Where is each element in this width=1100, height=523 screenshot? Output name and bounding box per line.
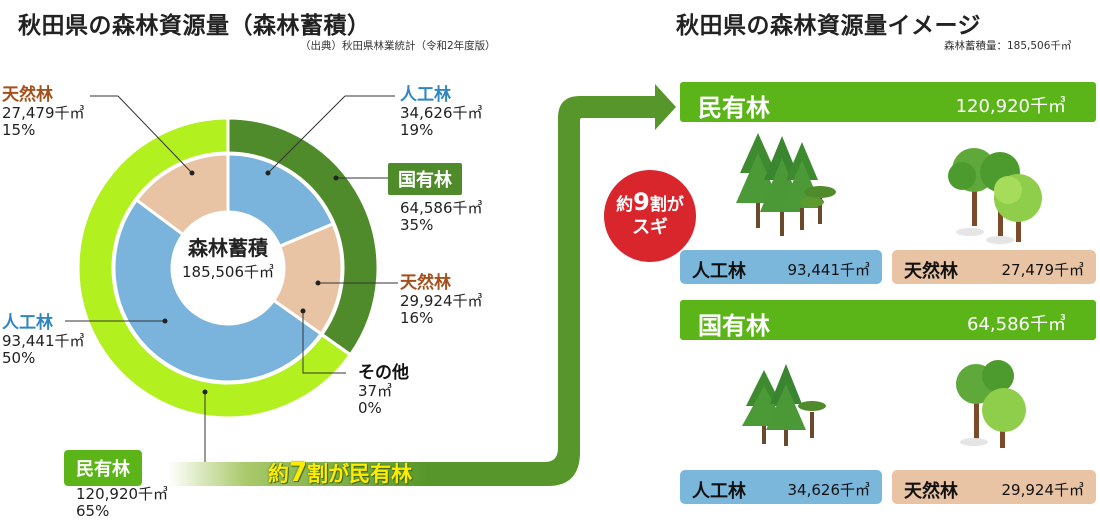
minyu-bar: 民有林 120,920千㎥ (680, 82, 1096, 122)
card-name: 天然林 (904, 261, 958, 282)
label-pct: 16% (400, 309, 434, 327)
label-minyu: 120,920千㎥ 65% (76, 486, 168, 520)
broadleaf-tree-icon (994, 174, 1042, 242)
arrow-label: 約7割が民有林 (268, 458, 412, 488)
arrow-suffix: 割が民有林 (307, 462, 413, 486)
arrow-prefix: 約 (268, 462, 289, 486)
card-value: 29,924千㎥ (1001, 481, 1085, 499)
bar-value: 120,920千㎥ (955, 96, 1066, 117)
inner-ring (112, 152, 344, 384)
label-minyu-box: 民有林 (64, 450, 142, 486)
label-name: 人工林 (2, 313, 53, 333)
label-jinko-minyu: 人工林 93,441千㎥ 50% (2, 314, 85, 367)
bar-name: 国有林 (698, 312, 770, 340)
donut-slice (134, 152, 230, 237)
forest-illustration-minyu (736, 133, 1042, 244)
donut-chart (65, 95, 398, 469)
leader-dot (162, 318, 168, 324)
label-tennen-minyu: 天然林 27,479千㎥ 15% (2, 86, 85, 139)
label-value: 93,441千㎥ (2, 332, 85, 350)
card-name: 天然林 (904, 481, 958, 502)
donut-slice (226, 152, 336, 249)
label-name: 人工林 (400, 85, 451, 105)
leader-line (117, 95, 193, 174)
label-sonota: その他 37㎥ 0% (358, 364, 409, 417)
arrow-band (168, 462, 428, 486)
leader-dot (300, 308, 306, 314)
image-title: 秋田県の森林資源量イメージ (676, 13, 982, 39)
pine-tree-icon (798, 401, 826, 438)
center-value: 185,506千㎥ (181, 263, 275, 281)
badge-suffix: 割が (649, 195, 684, 215)
donut-slice (112, 197, 324, 384)
label-value: 29,924千㎥ (400, 292, 483, 310)
label-kokuyu: 64,586千㎥ 35% (400, 200, 483, 234)
card-value: 34,626千㎥ (787, 481, 871, 499)
leader-dot (189, 170, 195, 176)
bar-name: 民有林 (698, 94, 770, 122)
label-value: 27,479千㎥ (2, 104, 85, 122)
sugi-badge: 約9割が スギ (604, 170, 696, 262)
label-pct: 65% (76, 502, 110, 520)
label-name: 天然林 (400, 273, 451, 293)
badge-num: 9 (633, 188, 650, 216)
broadleaf-tree-icon (982, 388, 1026, 448)
bar-value: 64,586千㎥ (967, 314, 1066, 335)
label-value: 120,920千㎥ (76, 485, 169, 503)
label-pct: 35% (400, 216, 434, 234)
minyu-tennen-card: 天然林 27,479千㎥ (892, 250, 1096, 284)
chart-title: 秋田県の森林資源量（森林蓄積） (18, 13, 371, 39)
pine-tree-icon (800, 186, 836, 224)
label-value: 37㎥ (358, 382, 393, 400)
source-note: （出典）秋田県林業統計（令和2年度版） (300, 40, 496, 52)
leader-dot (333, 175, 339, 181)
minyu-jinko-card: 人工林 93,441千㎥ (680, 250, 882, 284)
label-pct: 50% (2, 349, 36, 367)
arrow-num: 7 (289, 458, 308, 488)
badge-line1: 約9割が (604, 190, 696, 217)
center-label: 森林蓄積 (188, 236, 268, 260)
leader-line (267, 95, 346, 174)
label-value: 64,586千㎥ (400, 199, 483, 217)
card-value: 93,441千㎥ (787, 261, 871, 279)
label-jinko-kokuyu: 人工林 34,626千㎥ 19% (400, 86, 483, 139)
arrow-body (428, 84, 676, 486)
leader-dot (265, 170, 271, 176)
total-note: 森林蓄積量：185,506千㎥ (944, 40, 1072, 52)
kokuyu-tennen-card: 天然林 29,924千㎥ (892, 470, 1096, 504)
leader-dot (202, 389, 208, 395)
cedar-tree-icon (766, 364, 806, 446)
card-value: 27,479千㎥ (1001, 261, 1085, 279)
forest-illustration-kokuyu (742, 360, 1026, 448)
leader-line (302, 311, 346, 374)
label-kokuyu-box: 国有林 (388, 163, 462, 195)
card-name: 人工林 (692, 481, 746, 502)
card-name: 人工林 (692, 261, 746, 282)
label-name: その他 (358, 363, 409, 383)
label-pct: 19% (400, 121, 434, 139)
label-name: 天然林 (2, 85, 53, 105)
kokuyu-jinko-card: 人工林 34,626千㎥ (680, 470, 882, 504)
label-pct: 0% (358, 399, 382, 417)
badge-prefix: 約 (616, 195, 634, 215)
label-tennen-kokuyu: 天然林 29,924千㎥ 16% (400, 274, 483, 327)
label-value: 34,626千㎥ (400, 104, 483, 122)
leader-dot (315, 280, 321, 286)
label-pct: 15% (2, 121, 36, 139)
kokuyu-bar: 国有林 64,586千㎥ (680, 300, 1096, 340)
badge-line2: スギ (632, 217, 668, 238)
